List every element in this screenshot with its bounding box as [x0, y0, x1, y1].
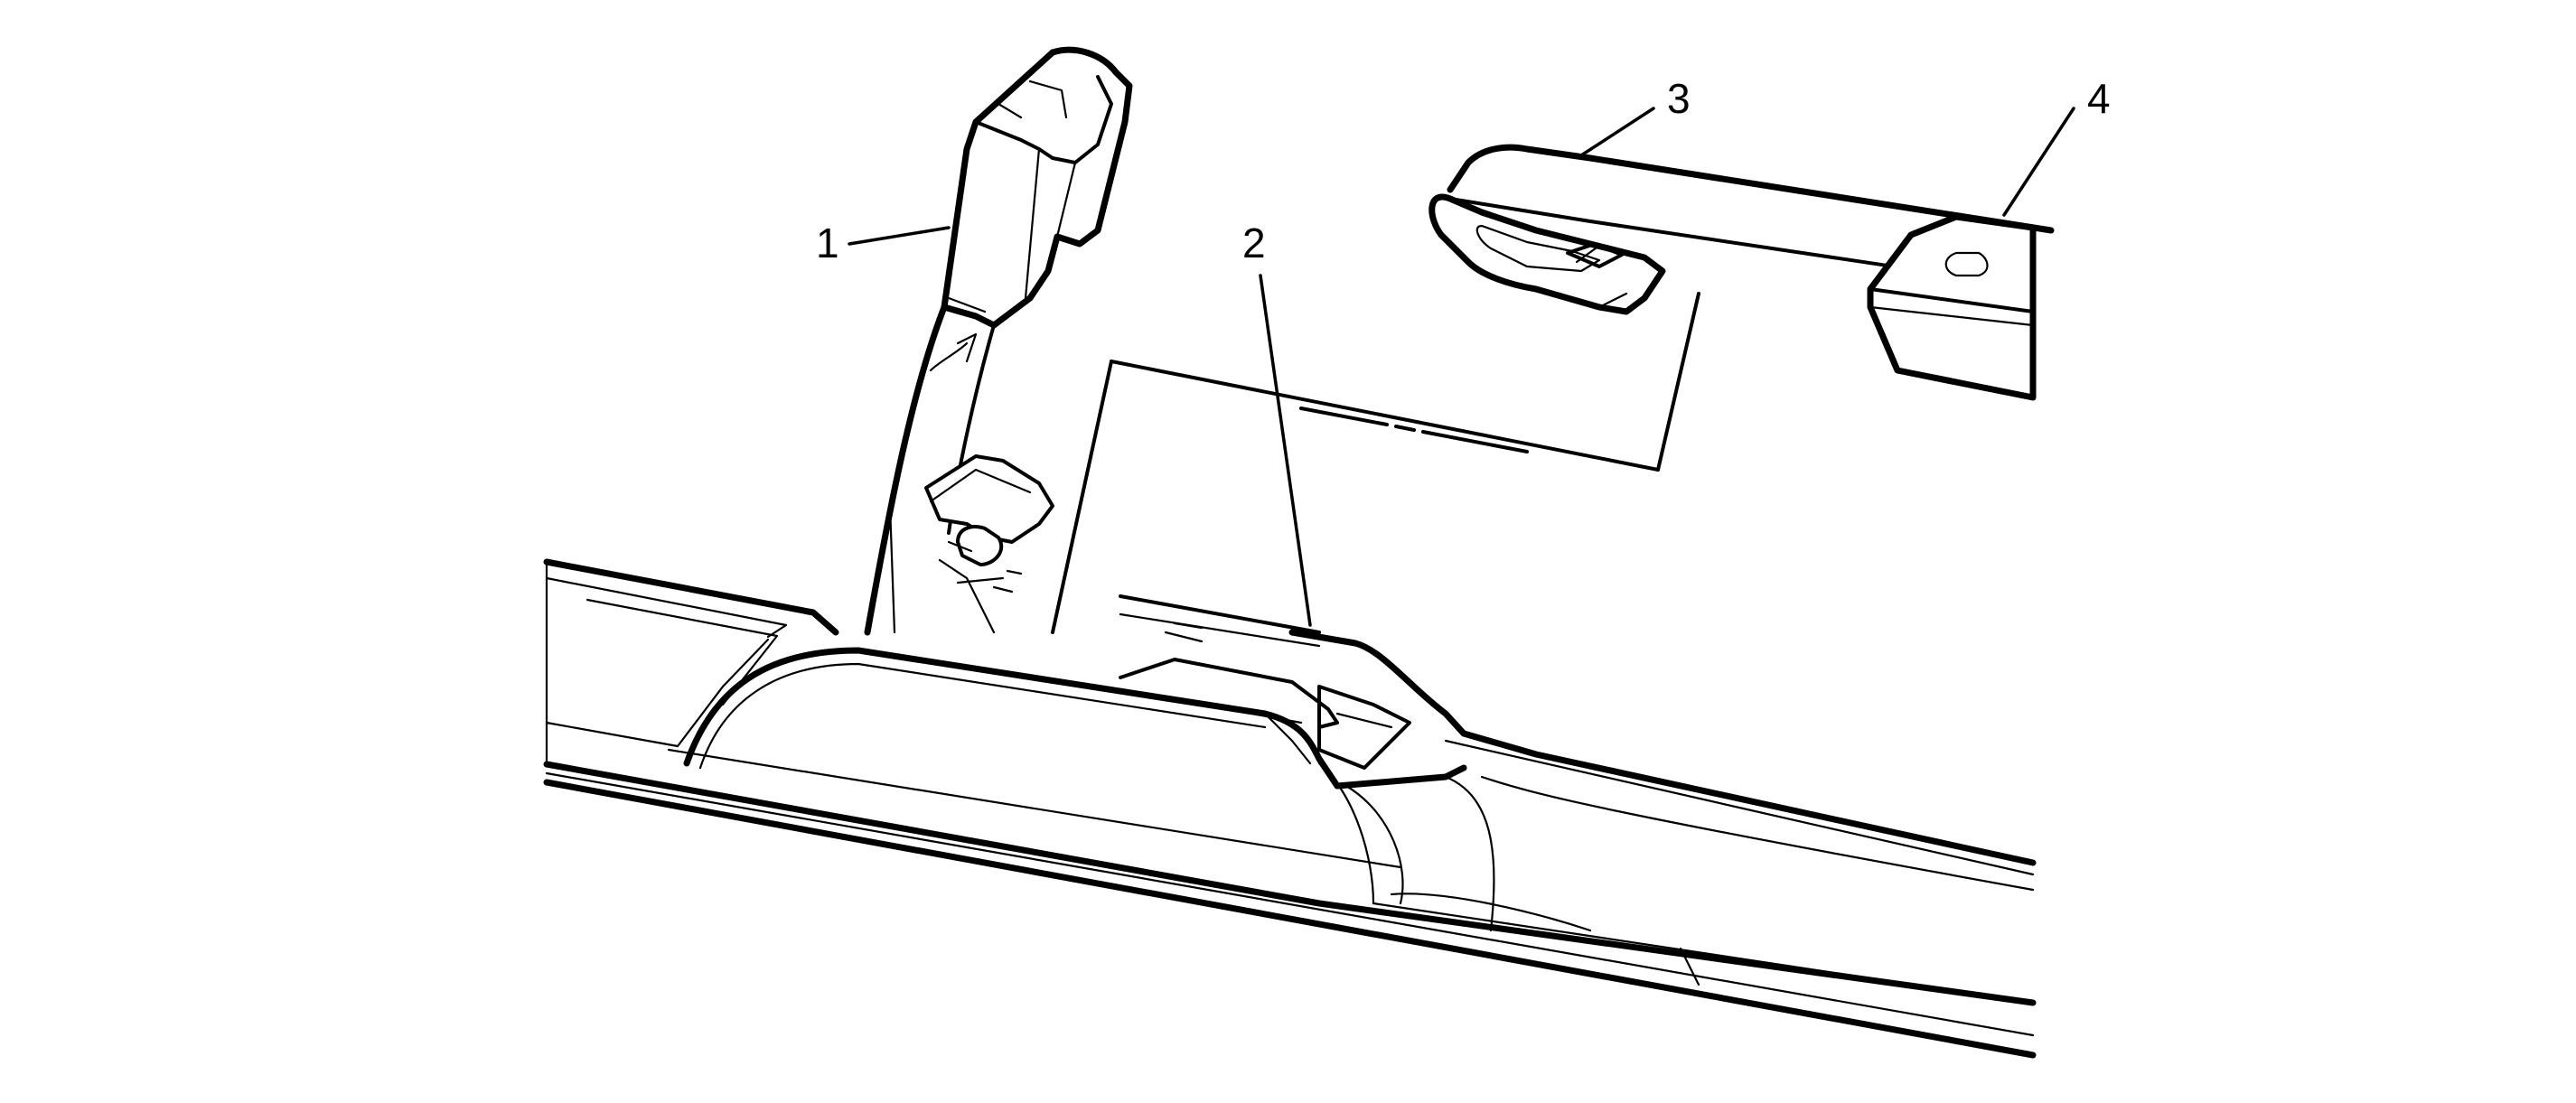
callout-3: 3	[1667, 75, 1691, 122]
callout-leaders	[848, 107, 2075, 627]
leader-4	[2002, 107, 2075, 217]
callout-4: 4	[2087, 75, 2111, 122]
adapter-arm-item-1	[864, 46, 1133, 636]
instruction-plane-item-2	[1051, 292, 1700, 634]
arm-bar-item-4	[1867, 213, 2037, 401]
callout-2: 2	[1242, 220, 1266, 266]
leader-3	[1579, 107, 1655, 157]
leader-2	[1259, 274, 1312, 627]
callout-1: 1	[816, 220, 839, 266]
leader-1	[848, 226, 951, 246]
callout-labels: 1 2 3 4	[816, 75, 2111, 266]
wiper-blade-body	[543, 558, 2037, 1059]
